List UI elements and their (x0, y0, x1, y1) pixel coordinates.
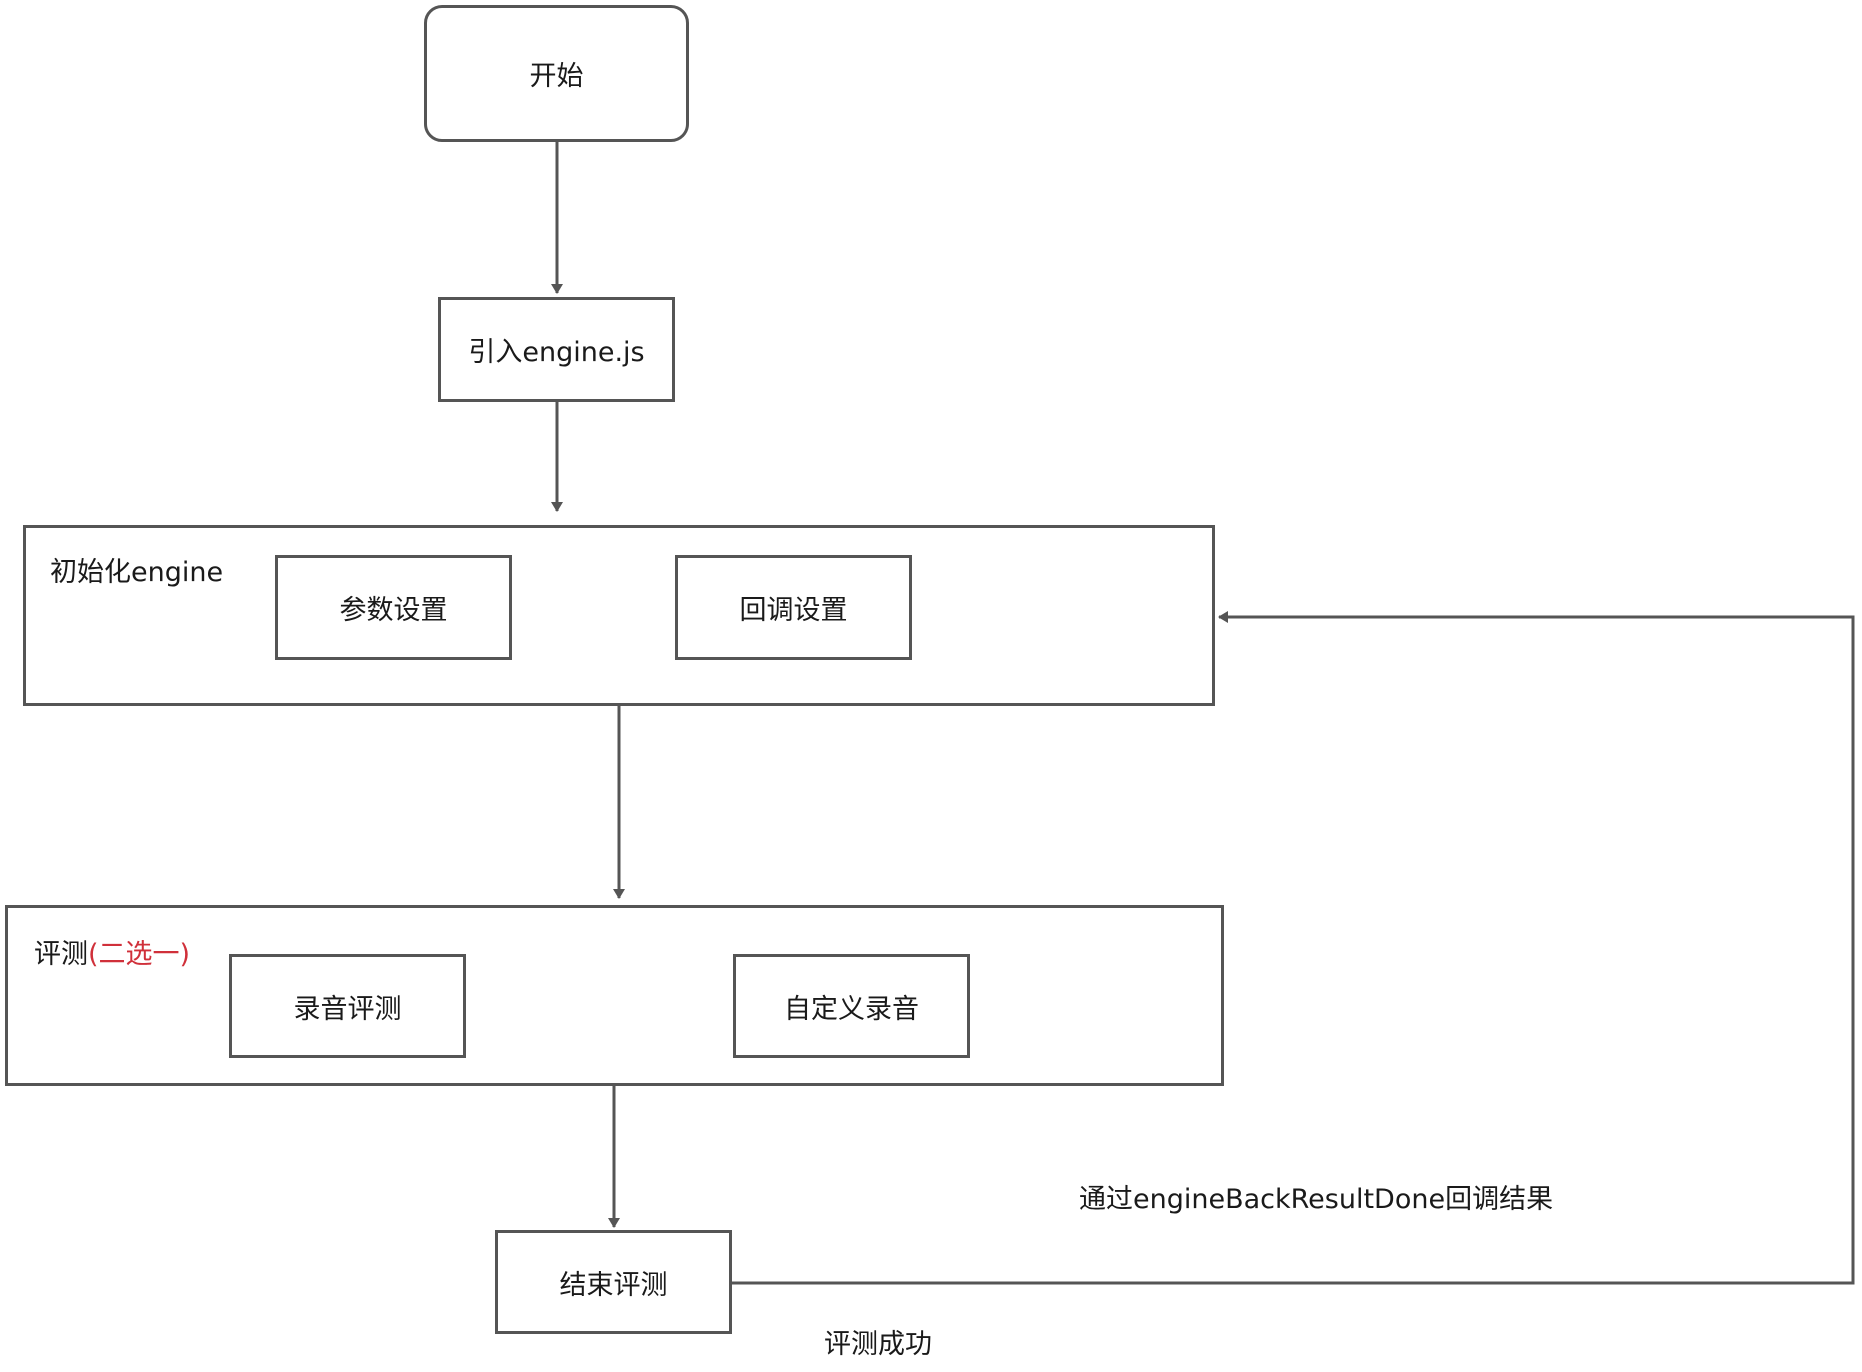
eval-group-note: (二选一) (88, 939, 191, 970)
eval-group-title: 评测(二选一) (34, 932, 190, 971)
custom-record-label: 自定义录音 (784, 993, 919, 1025)
start-node: 开始 (424, 5, 689, 142)
eval-success-label: 评测成功 (824, 1329, 932, 1360)
callback-result-label: 通过engineBackResultDone回调结果 (1079, 1184, 1554, 1215)
init-group-title: 初始化engine (50, 557, 224, 588)
callback-settings-node: 回调设置 (675, 555, 912, 660)
custom-record-node: 自定义录音 (733, 954, 970, 1058)
param-settings-node: 参数设置 (275, 555, 512, 660)
eval-group-title-text: 评测 (34, 939, 88, 970)
end-eval-node: 结束评测 (495, 1230, 732, 1334)
end-eval-label: 结束评测 (559, 1269, 668, 1301)
callback-settings-label: 回调设置 (739, 595, 848, 626)
start-node-label: 开始 (529, 61, 584, 92)
eval-group: 评测(二选一) (5, 905, 1224, 1086)
arrow-end-to-init-loop (732, 611, 1855, 1285)
import-node: 引入engine.js (438, 297, 675, 402)
record-eval-label: 录音评测 (293, 993, 402, 1025)
init-group: 初始化engine (23, 525, 1215, 706)
param-settings-label: 参数设置 (339, 595, 448, 626)
record-eval-node: 录音评测 (229, 954, 466, 1058)
import-node-label: 引入engine.js (468, 337, 645, 368)
